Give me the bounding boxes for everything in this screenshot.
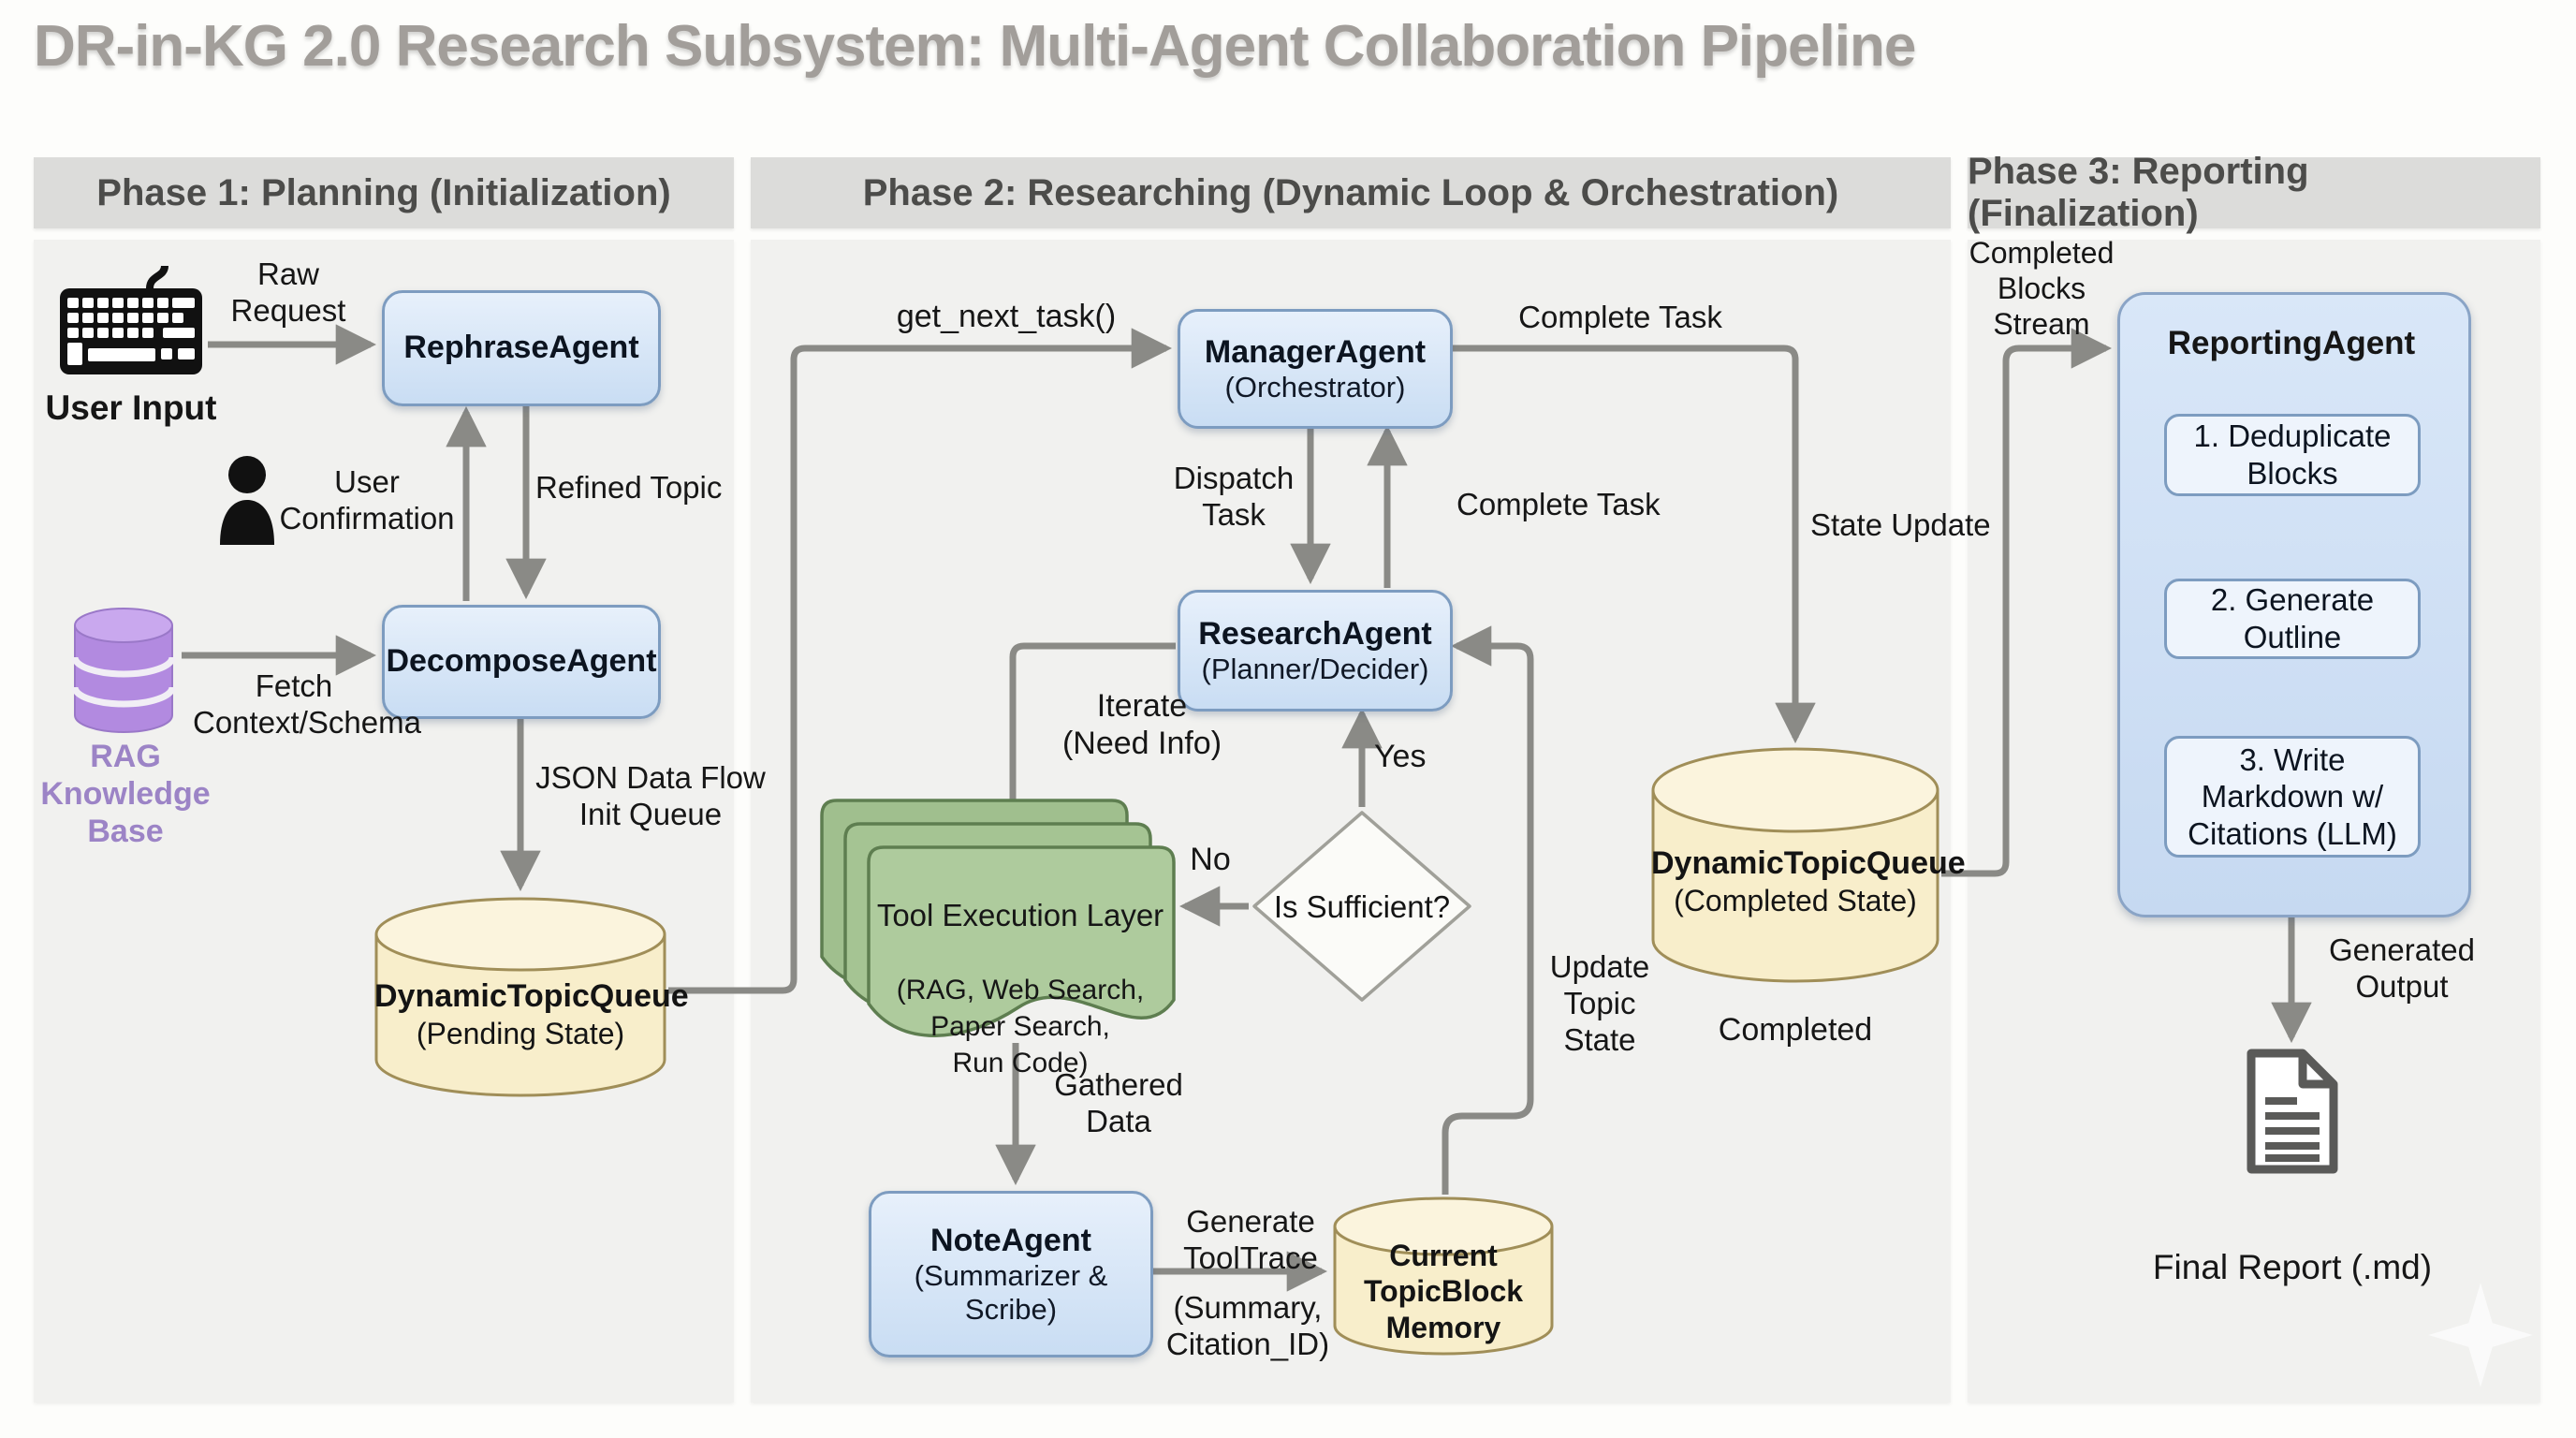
yes-label: Yes: [1374, 739, 1427, 774]
gathered-data-label: Gathered Data: [1054, 1067, 1183, 1138]
reporting-step-2: 2. Generate Outline: [2164, 579, 2421, 659]
refined-topic-label: Refined Topic: [535, 470, 723, 505]
state-update-label: State Update: [1810, 507, 1991, 542]
manager-agent-node: ManagerAgent (Orchestrator): [1178, 309, 1453, 429]
completed-queue-subtitle: (Completed State): [1674, 883, 1917, 917]
completed-queue-title: DynamicTopicQueue: [1651, 845, 1966, 881]
pending-queue-node: DynamicTopicQueue (Pending State): [374, 897, 689, 1097]
research-agent-title: ResearchAgent: [1198, 615, 1432, 652]
final-report-label-bold: Final Report: [2152, 1247, 2342, 1286]
completed-queue-node: DynamicTopicQueue (Completed State): [1651, 747, 1966, 983]
topic-memory-label: Current TopicBlock Memory: [1363, 1239, 1524, 1344]
pending-queue-title: DynamicTopicQueue: [374, 978, 689, 1014]
get-next-task-label: get_next_task(): [896, 299, 1117, 334]
pending-queue-subtitle: (Pending State): [416, 1016, 625, 1050]
final-report-label-ext: (.md): [2341, 1247, 2433, 1286]
edge-update-topic-state: [1442, 625, 1534, 1195]
raw-request-label: Raw Request: [230, 257, 346, 328]
completed-caption: Completed: [1718, 1012, 1873, 1048]
rag-kb-label: RAG Knowledge Base: [40, 739, 211, 850]
manager-agent-title: ManagerAgent: [1204, 333, 1427, 370]
rephrase-agent-title: RephraseAgent: [403, 330, 639, 366]
page-title: DR-in-KG 2.0 Research Subsystem: Multi-A…: [34, 14, 1916, 79]
reporting-agent-title: ReportingAgent: [2167, 325, 2416, 361]
person-icon: [220, 456, 274, 545]
keyboard-icon: [60, 265, 202, 374]
topic-memory-node: Current TopicBlock Memory: [1333, 1196, 1554, 1356]
edge-state-update: [1449, 345, 1816, 744]
tool-layer-detail: (RAG, Web Search, Paper Search, Run Code…: [896, 974, 1145, 1078]
completed-blocks-stream-label: Completed Blocks Stream: [1969, 236, 2115, 341]
note-agent-subtitle: (Summarizer & Scribe): [914, 1258, 1108, 1326]
fetch-context-label: Fetch Context/Schema: [193, 668, 421, 740]
tool-layer-title: Tool Execution Layer: [876, 897, 1164, 932]
reporting-step-3: 3. Write Markdown w/ Citations (LLM): [2164, 736, 2421, 858]
iterate-label: Iterate (Need Info): [1061, 688, 1222, 762]
decision-label: Is Sufficient?: [1273, 889, 1451, 924]
document-icon: [2247, 1049, 2338, 1174]
tool-layer-front-sheet: [867, 845, 1176, 1037]
database-icon: [71, 608, 176, 733]
json-flow-label: JSON Data Flow Init Queue: [535, 760, 766, 831]
generate-tooltrace-label: Generate ToolTrace: [1183, 1204, 1318, 1275]
generated-output-label: Generated Output: [2329, 932, 2475, 1004]
tool-layer-label: Tool Execution Layer (RAG, Web Search, P…: [874, 861, 1166, 1080]
no-label: No: [1190, 842, 1231, 877]
manager-agent-subtitle: (Orchestrator): [1224, 370, 1406, 404]
phase3-header: Phase 3: Reporting (Finalization): [1968, 151, 2540, 234]
decompose-agent-node: DecomposeAgent: [382, 605, 661, 719]
phase1-header: Phase 1: Planning (Initialization): [34, 157, 734, 228]
decompose-agent-title: DecomposeAgent: [386, 643, 657, 680]
reporting-step-1: 1. Deduplicate Blocks: [2164, 414, 2421, 496]
tooltrace-detail-label: (Summary, Citation_ID): [1165, 1290, 1330, 1361]
edge-iterate: [992, 642, 1176, 844]
complete-task-top-label: Complete Task: [1518, 300, 1722, 334]
phase2-header: Phase 2: Researching (Dynamic Loop & Orc…: [751, 157, 1951, 228]
final-report-label: Final Report (.md): [2123, 1206, 2462, 1287]
phase1-panel: [34, 240, 734, 1402]
sparkle-icon: [2428, 1283, 2533, 1387]
rephrase-agent-node: RephraseAgent: [382, 290, 661, 406]
user-confirmation-label: User Confirmation: [279, 464, 455, 536]
research-agent-subtitle: (Planner/Decider): [1201, 652, 1429, 685]
user-input-label: User Input: [45, 389, 217, 427]
dispatch-task-label: Dispatch Task: [1173, 461, 1295, 532]
decision-diamond: [1252, 811, 1471, 1002]
update-topic-state-label: Update Topic State: [1549, 949, 1650, 1057]
note-agent-title: NoteAgent: [930, 1222, 1091, 1258]
research-agent-node: ResearchAgent (Planner/Decider): [1178, 590, 1453, 712]
edge-get-next-task: [668, 328, 1173, 994]
complete-task-mid-label: Complete Task: [1456, 487, 1661, 521]
note-agent-node: NoteAgent (Summarizer & Scribe): [869, 1191, 1153, 1357]
edge-completed-blocks-stream: [1941, 328, 2113, 877]
